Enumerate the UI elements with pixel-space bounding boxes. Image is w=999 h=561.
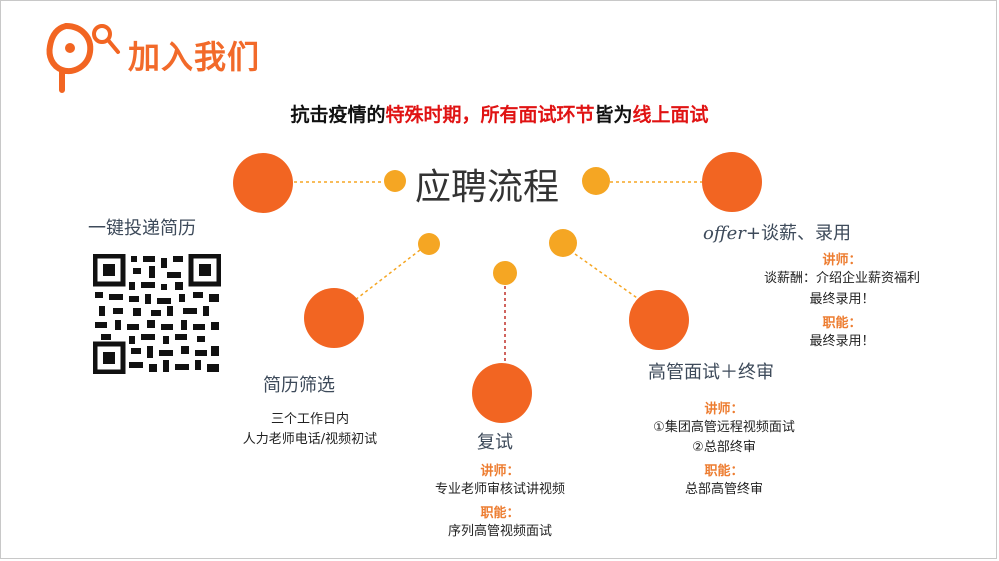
center-title: 应聘流程	[415, 167, 560, 208]
stage-title-resume: 简历筛选	[263, 375, 335, 396]
stage-desc-offer-function: 最终录用！	[809, 334, 875, 349]
subtitle: 抗击疫情的特殊时期，所有面试环节皆为线上面试	[0, 100, 999, 127]
role-label-lecturer-retest: 讲师：	[480, 464, 520, 479]
role-label-function-offer: 职能：	[822, 316, 862, 331]
subtitle-part1: 抗击疫情的	[290, 104, 386, 126]
node-left-circle	[233, 153, 293, 213]
node-small-resume	[418, 233, 440, 255]
role-label-function-retest: 职能：	[480, 506, 520, 521]
stage-desc-retest-lecturer: 专业老师审核试讲视频	[434, 482, 565, 497]
stage-desc-exec-function: 总部高管终审	[684, 482, 763, 497]
node-small-right	[582, 167, 610, 195]
offer-title-latin: offer	[703, 223, 746, 244]
node-small-exec	[549, 229, 577, 257]
connector-line-resume	[354, 249, 421, 301]
subtitle-highlight-2: 线上面试	[632, 104, 709, 126]
stage-desc-exec-lecturer-2: ②总部终审	[692, 440, 756, 455]
node-exec-circle	[629, 290, 689, 350]
offer-title-rest: +谈薪、录用	[745, 223, 851, 244]
node-small-left	[384, 170, 406, 192]
role-label-lecturer-offer: 讲师：	[822, 253, 862, 268]
stage-desc-exec-lecturer-1: ①集团高管远程视频面试	[653, 420, 795, 435]
stage-title-exec: 高管面试＋终审	[648, 362, 774, 383]
stage-desc-resume-1: 三个工作日内	[270, 412, 349, 427]
stage-desc-offer-lecturer-2: 最终录用！	[809, 292, 875, 307]
speech-bubble-logo-icon	[46, 23, 120, 93]
node-small-retest	[493, 261, 517, 285]
stage-desc-offer-lecturer-1: 谈薪酬：介绍企业薪资福利	[763, 271, 920, 286]
stage-title-offer: offer+谈薪、录用	[703, 219, 851, 245]
page-title: 加入我们	[128, 38, 261, 76]
subtitle-highlight-1: 特殊时期，所有面试环节	[385, 104, 595, 126]
node-resume-circle	[304, 288, 364, 348]
node-retest-circle	[472, 363, 532, 423]
submit-resume-label: 一键投递简历	[88, 218, 196, 239]
stage-desc-resume-2: 人力老师电话/视频初试	[242, 432, 378, 447]
qr-code-icon	[93, 254, 221, 374]
role-label-lecturer-exec: 讲师：	[704, 402, 744, 417]
role-label-function-exec: 职能：	[704, 464, 744, 479]
connector-line-exec	[574, 253, 641, 301]
stage-title-retest: 复试	[477, 432, 513, 453]
node-offer-circle	[702, 152, 762, 212]
stage-desc-retest-function: 序列高管视频面试	[447, 524, 552, 539]
subtitle-part3: 皆为	[594, 104, 633, 126]
